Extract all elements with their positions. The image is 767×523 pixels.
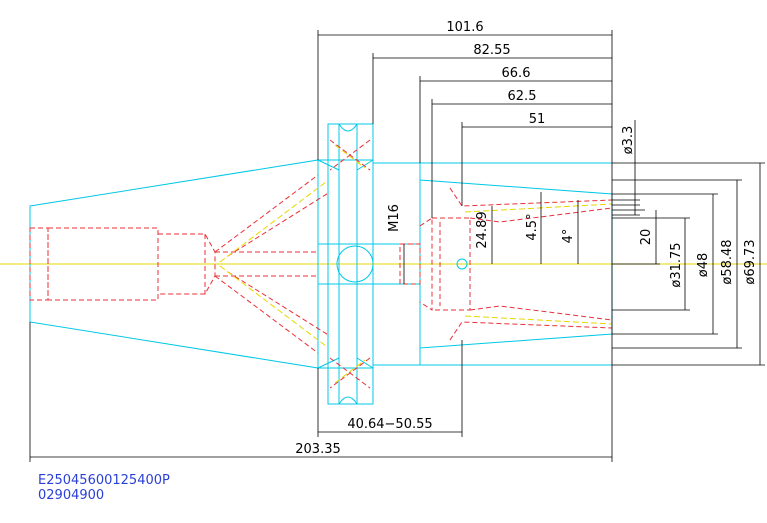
groove-notch-bottom: [338, 396, 358, 405]
dim-phi-69-73: ø69.73: [743, 239, 758, 284]
dim-203-35: 203.35: [295, 442, 341, 457]
dim-82-55: 82.55: [473, 43, 510, 58]
dim-angle-4-5: 4.5°: [525, 213, 540, 240]
hidden-lines: [29, 139, 613, 389]
dim-angle-4: 4°: [561, 229, 576, 244]
part-number: 02904900: [38, 488, 104, 503]
dim-24-89: 24.89: [475, 211, 490, 248]
dim-phi-48: ø48: [696, 253, 711, 278]
dim-101-6: 101.6: [446, 20, 483, 35]
dim-40-64-50-55: 40.64−50.55: [347, 417, 432, 432]
dim-phi-3-3: ø3.3: [621, 126, 636, 155]
dimension-labels: 101.6 82.55 66.6 62.5 51 ø3.3 M16 24.89 …: [295, 20, 758, 457]
dimension-lines: [29, 30, 765, 462]
small-hole: [456, 258, 468, 270]
cross-hole: [336, 245, 374, 283]
part-codes: E25045600125400P 02904900: [38, 473, 170, 503]
dim-66-6: 66.6: [502, 66, 531, 81]
part-code: E25045600125400P: [38, 473, 170, 488]
dim-m16: M16: [387, 204, 402, 232]
dim-phi-58-48: ø58.48: [720, 239, 735, 284]
flange-chamfer: [317, 159, 374, 369]
dim-20: 20: [639, 229, 654, 246]
dim-62-5: 62.5: [508, 89, 537, 104]
groove-notch-top: [338, 123, 358, 132]
dim-51: 51: [529, 112, 546, 127]
tool-holder-outline: [29, 123, 613, 405]
dim-phi-31-75: ø31.75: [669, 242, 684, 287]
